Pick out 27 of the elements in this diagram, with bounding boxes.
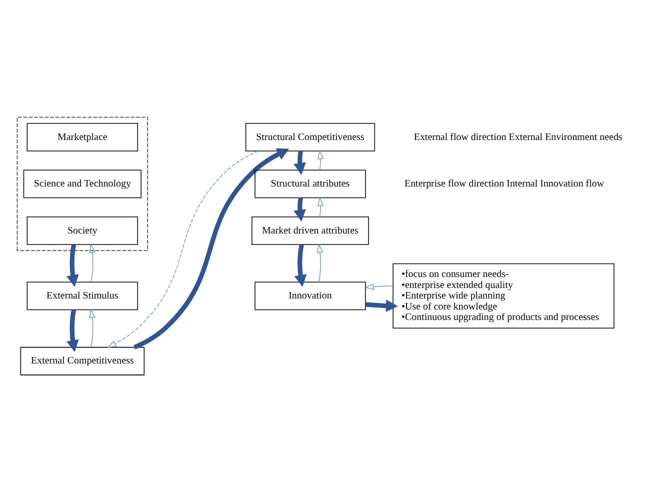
node-box: Structural attributes [254,169,366,198]
arrow [317,196,324,217]
node-box: External Stimulus [26,281,138,310]
arrow [316,243,324,282]
arrow [66,308,79,352]
node-box: Marketplace [26,122,138,151]
node-box: Market driven attributes [252,216,369,244]
legend-label: External flow direction External Environment needs [414,131,622,142]
node-box: •focus on consumer needs- •enterprise extended quality •Enterprise wide planning •Use of core knowledge •Continuous upgrading of products and processes [392,262,614,328]
node-box: Society [26,216,138,244]
arrow [89,243,96,282]
arrow [106,150,259,348]
arrow [317,149,324,170]
arrow [294,244,307,286]
arrow [294,150,306,174]
cluster [16,116,148,251]
node-box: Innovation [254,281,366,310]
node-box: External Competitiveness [20,346,145,375]
legend-label: Enterprise flow direction Internal Innovation flow [404,178,604,190]
arrow [364,283,394,290]
node-box: Structural Competitiveness [245,122,376,151]
arrow [89,308,96,348]
arrow [366,299,398,312]
arrow [66,244,79,286]
arrow [133,148,290,349]
node-box: Science and Technology [23,169,142,198]
arrow [294,196,306,222]
